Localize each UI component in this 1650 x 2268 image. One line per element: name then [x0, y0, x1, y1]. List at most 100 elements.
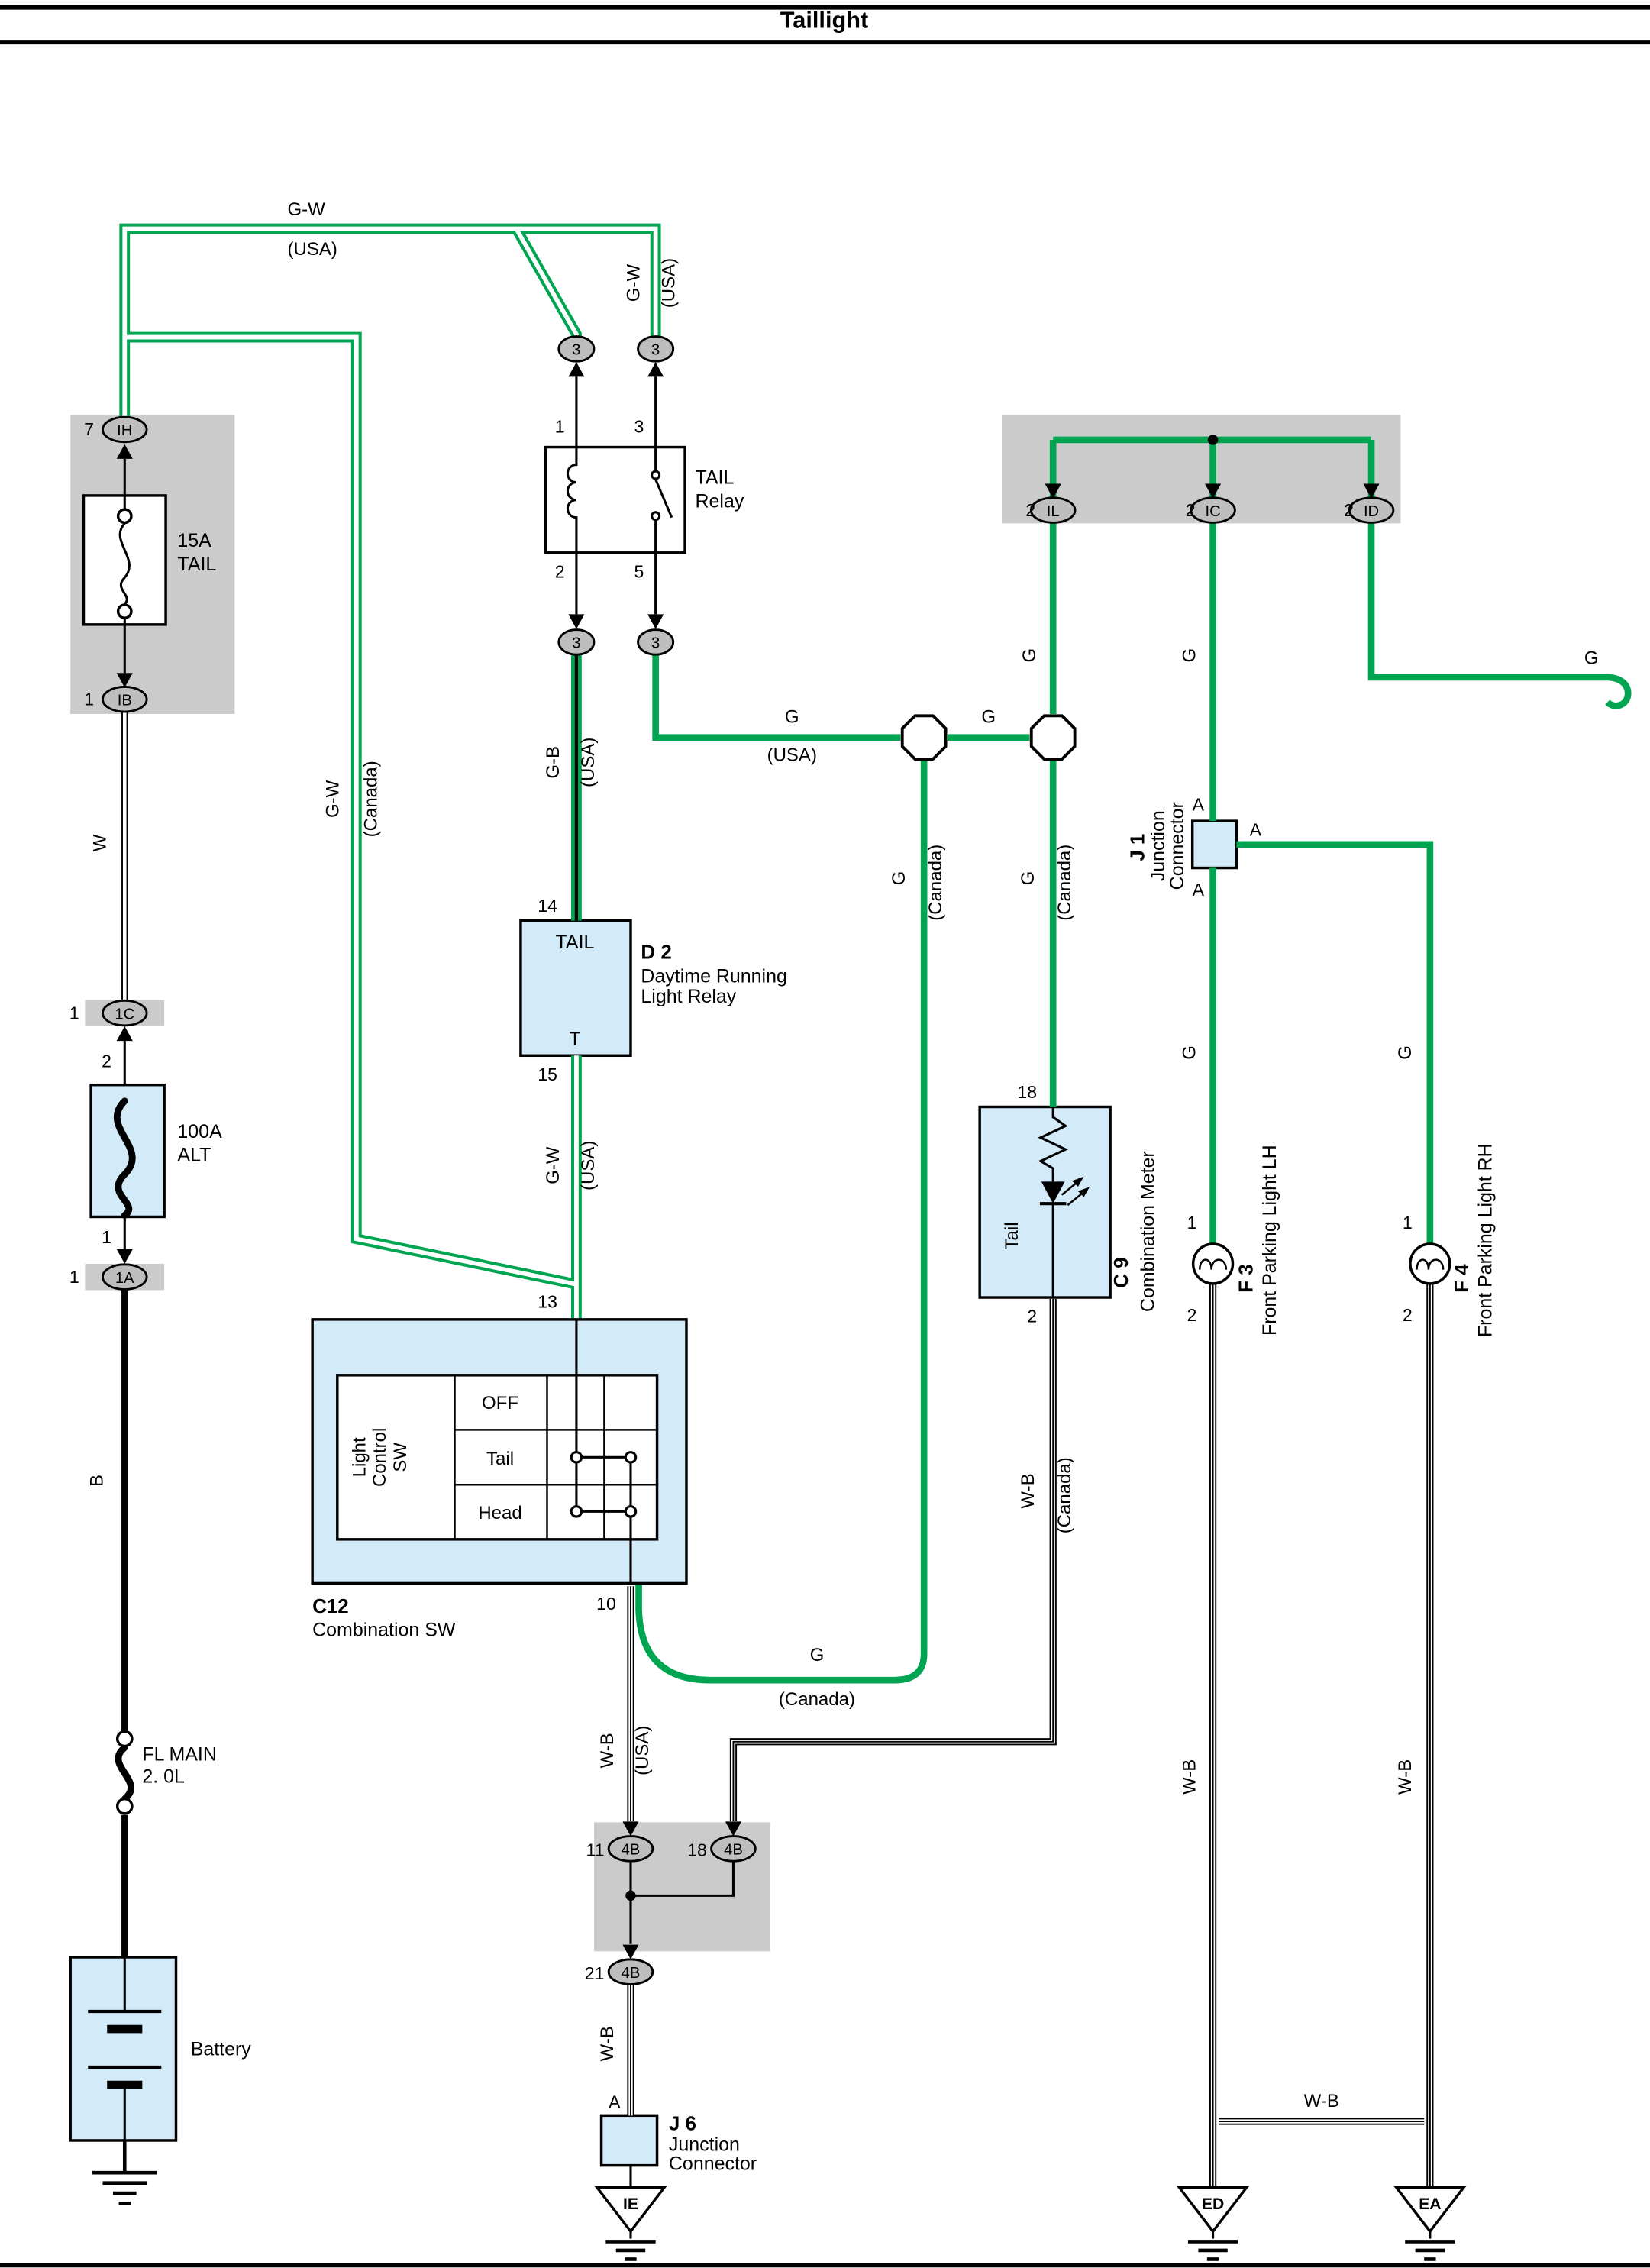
conn-oval-1c — [102, 999, 148, 1027]
j1-name-2: Connector — [1167, 802, 1188, 890]
c9-pin-18: 18 — [1017, 1082, 1037, 1102]
wire-label-g-630-variant: (Canada) — [925, 845, 946, 921]
component-symbols — [88, 447, 1451, 2205]
battery-label: Battery — [191, 2039, 252, 2060]
oval-label-id: ID — [1364, 503, 1379, 520]
wire-label-g-mid: G — [981, 706, 996, 727]
wire-label-gw-canada-variant: (Canada) — [361, 761, 382, 837]
wire-wb-canada-c — [732, 1298, 1054, 1821]
wire-label-g-can-bot-variant: (Canada) — [779, 1689, 855, 1710]
pin-id: 2 — [1344, 500, 1354, 520]
relay-pin-3: 3 — [634, 416, 644, 436]
arrow-4b-21 — [622, 1944, 639, 1959]
splice-octagon-1 — [900, 714, 948, 761]
conn-oval-ib — [102, 686, 148, 713]
d2-term-bottom: T — [569, 1029, 580, 1050]
wire-label-gw2: G-W — [543, 1146, 563, 1184]
wire-label-gb: G-B — [543, 746, 563, 779]
pin-il: 2 — [1025, 500, 1035, 520]
conn-oval-4b-18 — [710, 1835, 757, 1863]
d2-relay-box — [519, 919, 632, 1058]
wire-label-w: W — [89, 834, 110, 851]
junction-dot-4b — [625, 1890, 636, 1901]
conn-oval-3a — [557, 335, 596, 363]
arrow-1a — [116, 1249, 133, 1264]
c12-id: C12 — [312, 1596, 349, 1617]
f4-id: F 4 — [1451, 1264, 1473, 1293]
pin-ic: 2 — [1186, 500, 1196, 520]
fl-main-rating: 2. 0L — [142, 1766, 185, 1788]
d2-pin-14: 14 — [538, 896, 557, 916]
conn-oval-il — [1029, 496, 1077, 524]
j6-a: A — [609, 2092, 621, 2112]
arrow-3d — [647, 614, 664, 629]
wire-label-g-975: G — [1395, 1045, 1416, 1060]
c12-pin-10: 10 — [596, 1594, 616, 1614]
labels: 7 IH 15A TAIL 1 IB W 1 1C 2 100A ALT 1 1… — [69, 199, 1599, 2213]
wire-label-g-718-variant: (Canada) — [1054, 845, 1075, 921]
wire-g-offpage — [1367, 523, 1632, 709]
relay-name-2: Relay — [696, 490, 744, 512]
oval-label-4b-21: 4B — [622, 1965, 641, 1982]
c12-name: Combination SW — [312, 1620, 456, 1641]
conn-oval-ic — [1190, 496, 1236, 524]
arrow-ih — [116, 444, 133, 459]
f3-name: Front Parking Light LH — [1259, 1145, 1280, 1336]
wire-label-g-630: G — [889, 871, 909, 886]
wire-label-gw-canada: G-W — [323, 780, 344, 818]
wire-label-b: B — [86, 1475, 107, 1487]
header: Taillight — [0, 5, 1650, 2268]
oval-label-ic: IC — [1205, 503, 1220, 520]
wire-label-g-827-bot: G — [1180, 1045, 1200, 1060]
wire-wb-canada-i — [731, 1298, 1055, 1821]
arrow-ic — [1205, 483, 1222, 499]
wire-label-gw-top-variant: (USA) — [287, 239, 337, 260]
alt-fuse-element — [113, 1097, 136, 1219]
j1-id: J 1 — [1127, 834, 1148, 861]
f3-filament — [1199, 1258, 1228, 1270]
splices — [625, 435, 1219, 1901]
conn-oval-4b-11 — [607, 1835, 654, 1863]
conn-oval-3b — [637, 335, 675, 363]
arrow-4b-11 — [622, 1821, 639, 1837]
alt-name: ALT — [177, 1145, 211, 1166]
c9-lamp-label: Tail — [1002, 1222, 1022, 1249]
c12-head-contact-l — [570, 1505, 583, 1518]
relay-pin-2: 2 — [555, 561, 565, 581]
j6-name-1: Junction — [669, 2134, 740, 2155]
f3-id: F 3 — [1235, 1264, 1257, 1292]
wire-label-gw2-variant: (USA) — [578, 1141, 599, 1191]
oval-label-3c: 3 — [572, 635, 580, 652]
oval-label-1c: 1C — [115, 1006, 134, 1023]
wire-label-wb-f3: W-B — [1180, 1759, 1200, 1795]
arrow-1c — [116, 1026, 133, 1042]
wire-label-g-827-top: G — [1180, 648, 1200, 663]
f4-name: Front Parking Light RH — [1475, 1143, 1497, 1337]
splice-octagon-2 — [1029, 714, 1077, 761]
wire-label-gw-relay-variant: (USA) — [659, 258, 680, 308]
d2-term-top: TAIL — [556, 932, 595, 953]
wire-label-g-usa-variant: (USA) — [767, 745, 817, 765]
wire-label-gb-variant: (USA) — [578, 738, 599, 787]
fuse-15a-top-terminal — [116, 508, 133, 525]
wire-label-wb-21: W-B — [597, 2026, 618, 2061]
j6-id: J 6 — [669, 2114, 696, 2135]
oval-label-ih: IH — [117, 422, 132, 439]
pin-1a: 1 — [69, 1267, 79, 1287]
wire-label-wb-bridge: W-B — [1304, 2091, 1339, 2111]
c12-sw-label-1: Light — [349, 1437, 370, 1477]
f4-pin-2: 2 — [1403, 1305, 1413, 1325]
j1-name-1: Junction — [1148, 810, 1169, 881]
ground-symbols — [594, 2186, 1467, 2261]
f4-filament — [1416, 1258, 1445, 1270]
f3-pin-2: 2 — [1187, 1305, 1197, 1325]
fl-main-top-terminal — [115, 1730, 134, 1748]
ground-label-ed: ED — [1202, 2195, 1224, 2213]
wire-label-g-right: G — [1584, 648, 1599, 669]
pin-ih: 7 — [84, 419, 94, 439]
relay-name-1: TAIL — [696, 467, 735, 489]
fl-main-bottom-terminal — [115, 1797, 134, 1815]
oval-label-ib: IB — [118, 692, 132, 709]
relay-coil — [566, 447, 578, 553]
arrow-4b-18 — [725, 1821, 742, 1837]
